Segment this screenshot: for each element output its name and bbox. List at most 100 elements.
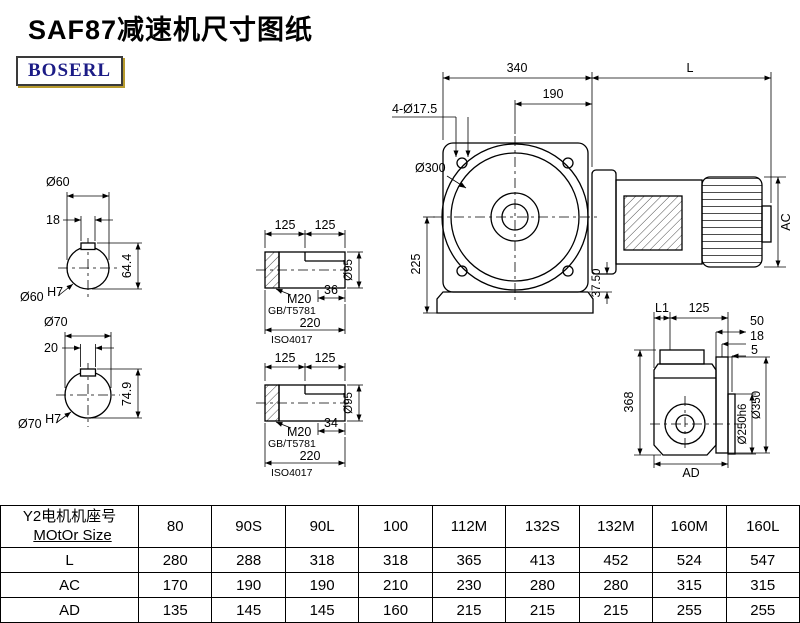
table-cell: 170: [137, 572, 213, 598]
bore-tol-60: H7: [47, 285, 63, 299]
dim-height-74-9: 74.9: [120, 382, 134, 406]
shaft-end-view-60: Ø60 18 64.4 Ø60 H7: [20, 175, 142, 304]
dim-125-d: 125: [315, 351, 336, 365]
centerlines: [650, 396, 742, 450]
dim-368: 368: [622, 392, 636, 413]
dim-AC: AC: [779, 213, 793, 230]
table-cell: 215: [578, 597, 654, 623]
std-iso-top: ISO4017: [271, 334, 313, 346]
page-title: SAF87减速机尺寸图纸: [28, 15, 314, 45]
dim-50: 50: [750, 314, 764, 328]
table-header-row: Y2电机机座号 MOtOr Size 80 90S 90L 100 112M 1…: [0, 505, 800, 548]
bore-dia-70: Ø70: [18, 417, 42, 431]
dim-225: 225: [409, 254, 423, 275]
dim-220-bottom: 220: [300, 449, 321, 463]
dim-dia-350: Ø350: [751, 391, 763, 419]
table-row-AD: AD 135 145 145 160 215 215 215 255 255: [0, 597, 800, 623]
row-label-AD: AD: [0, 597, 139, 623]
dim-220-top: 220: [300, 316, 321, 330]
front-view: 340 L 190 4-Ø17.5 Ø300 225 37.50 AC: [392, 61, 793, 314]
table-cell: 280: [137, 547, 213, 573]
dim-lines-shaft-top: [264, 230, 363, 334]
table-cell: 145: [211, 597, 286, 623]
thread-m20-top: M20: [287, 292, 311, 306]
std-gb-top: GB/T5781: [268, 305, 316, 317]
table-header-motor-size: Y2电机机座号 MOtOr Size: [0, 505, 139, 548]
size-col-80: 80: [137, 505, 213, 548]
table-cell: 215: [505, 597, 580, 623]
dim-key-20: 20: [44, 341, 58, 355]
size-col-132m: 132M: [578, 505, 654, 548]
table-cell: 315: [652, 572, 727, 598]
brand-logo: BOSERL: [16, 56, 124, 86]
table-cell: 288: [211, 547, 286, 573]
technical-drawing: Ø60 18 64.4 Ø60 H7 Ø7: [18, 61, 793, 480]
shaft-detail-top: 125 125 36 M20 GB/T5781 220 ISO4017 Ø95: [256, 218, 363, 346]
shaft-section-60: [66, 242, 110, 290]
dim-holes: 4-Ø17.5: [392, 102, 437, 116]
table-cell: 135: [137, 597, 213, 623]
dim-L: L: [687, 61, 694, 75]
table-cell: 524: [652, 547, 727, 573]
dim-lines-front: [392, 72, 786, 314]
table-cell: 280: [505, 572, 580, 598]
dim-dia-95-bottom: Ø95: [343, 392, 355, 414]
std-gb-bottom: GB/T5781: [268, 438, 316, 450]
size-col-132s: 132S: [505, 505, 580, 548]
centerlines: [433, 136, 597, 302]
bore-label-60: Ø60 H7: [20, 285, 63, 304]
row-label-L: L: [0, 547, 139, 573]
table-cell: 145: [284, 597, 360, 623]
dim-340: 340: [507, 61, 528, 75]
dim-34: 34: [324, 416, 338, 430]
shaft-end-view-70: Ø70 20 74.9 Ø70 H7: [18, 315, 142, 431]
table-cell: 318: [358, 547, 433, 573]
dim-lines-side: [634, 312, 770, 468]
table-row-AC: AC 170 190 190 210 230 280 280 315 315: [0, 572, 800, 598]
table-cell: 210: [358, 572, 433, 598]
table-cell: 190: [211, 572, 286, 598]
thread-m20-bottom: M20: [287, 425, 311, 439]
shaft-detail-bottom: 125 125 34 M20 GB/T5781 220 ISO4017 Ø95: [256, 351, 363, 479]
gearbox-housing: [436, 142, 594, 314]
table-cell: 413: [505, 547, 580, 573]
size-col-90l: 90L: [284, 505, 360, 548]
table-cell: 318: [284, 547, 360, 573]
bore-label-70: Ø70 H7: [18, 412, 61, 431]
table-header-cn: Y2电机机座号: [22, 507, 117, 525]
table-header-en: MOtOr Size: [33, 526, 112, 544]
table-cell: 255: [652, 597, 727, 623]
dim-dia-250h6: Ø250h6: [737, 404, 749, 445]
dim-37-50: 37.50: [591, 269, 603, 298]
dim-dia-60: Ø60: [46, 175, 70, 189]
std-iso-bottom: ISO4017: [271, 467, 313, 479]
shaft-body-bottom: [264, 384, 346, 422]
size-col-90s: 90S: [211, 505, 286, 548]
dim-125-c: 125: [275, 351, 296, 365]
row-label-AC: AC: [0, 572, 139, 598]
table-cell: 160: [358, 597, 433, 623]
dim-5: 5: [751, 343, 758, 357]
bore-tol-70: H7: [45, 412, 61, 426]
dim-190: 190: [543, 87, 564, 101]
dim-125-a: 125: [275, 218, 296, 232]
dim-lines-shaft-bottom: [264, 363, 363, 467]
table-cell: 452: [578, 547, 654, 573]
size-col-112m: 112M: [431, 505, 507, 548]
shaft-body-top: [264, 251, 346, 289]
side-view: L1 125 50 18 5 368 Ø250h6 Ø350 AD: [622, 301, 770, 480]
dimension-table: Y2电机机座号 MOtOr Size 80 90S 90L 100 112M 1…: [0, 505, 800, 623]
dim-125-b: 125: [315, 218, 336, 232]
dim-dia-300: Ø300: [415, 161, 446, 175]
side-housing: [653, 349, 736, 456]
table-row-L: L 280 288 318 318 365 413 452 524 547: [0, 547, 800, 573]
table-cell: 315: [725, 572, 800, 598]
table-cell: 215: [431, 597, 507, 623]
size-col-160l: 160L: [725, 505, 800, 548]
table-cell: 190: [284, 572, 360, 598]
motor: [591, 169, 772, 275]
dim-36: 36: [324, 283, 338, 297]
dim-18-side: 18: [750, 329, 764, 343]
dim-lines-60: [57, 192, 142, 297]
size-col-100: 100: [358, 505, 433, 548]
